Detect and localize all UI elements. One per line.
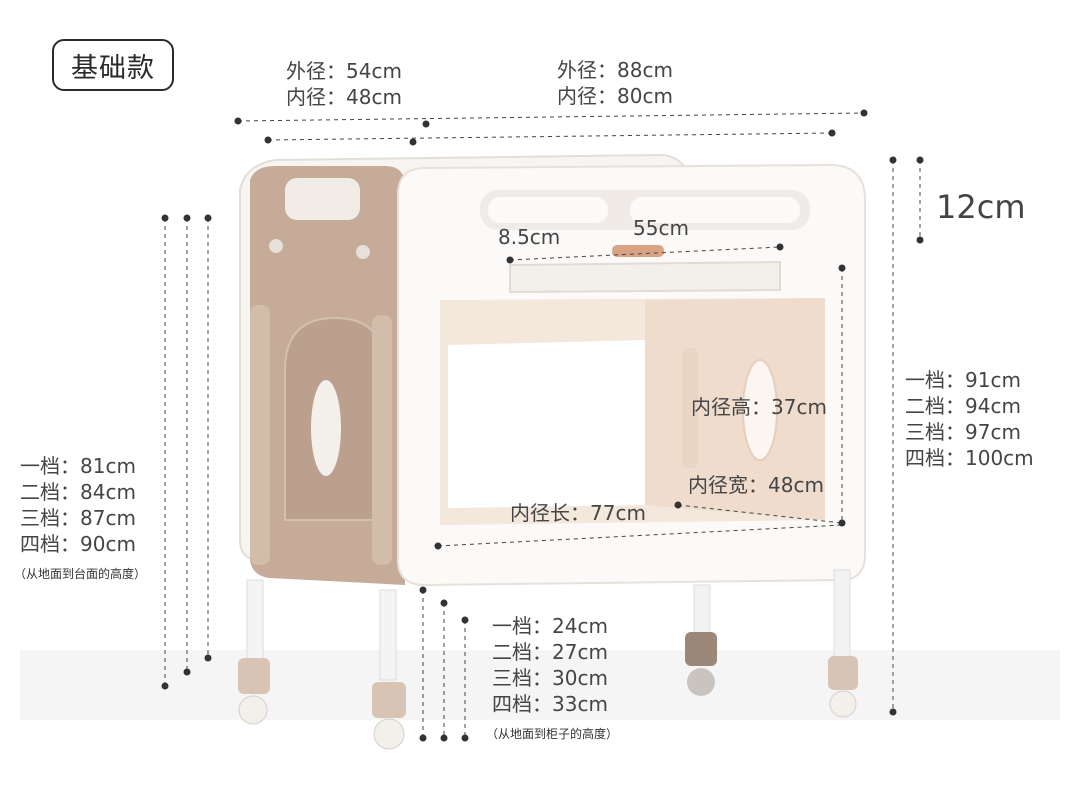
top-height-list: 一档：91cm 二档：94cm 三档：97cm 四档：100cm [905,367,1034,471]
inner-opening [448,340,645,508]
dimension-lines [164,112,921,738]
left-post [250,305,270,565]
left-post [372,315,392,565]
width-inner: 内径：80cm [557,84,673,108]
floor-shadow [20,650,1060,720]
screw-icon [356,245,370,259]
side-oval-hole [311,380,341,476]
tray-width-label: 55cm [633,216,689,240]
cabinet-height-4: 四档：33cm [492,692,608,716]
rail-slot [488,197,608,223]
inner-height-label: 内径高：37cm [691,395,827,419]
left-handle-hole [285,178,360,220]
caster-wheel-icon [829,690,857,718]
table-height-2: 二档：84cm [20,480,136,504]
caster-icon [238,658,270,694]
rail-height-label: 12cm [936,188,1026,226]
table-height-1: 一档：81cm [20,454,136,478]
table-height-4: 四档：90cm [20,532,136,556]
rail-slot [630,197,800,223]
caster-icon [828,656,858,690]
top-height-4: 四档：100cm [905,446,1034,470]
back-leg [693,584,711,636]
cabinet-height-list: 一档：24cm 二档：27cm 三档：30cm 四档：33cm [492,613,608,717]
width-labels: 外径：88cm 内径：80cm [557,57,673,109]
table-height-note: （从地面到台面的高度） [14,567,147,581]
depth-outer: 外径：54cm [286,59,402,83]
dimension-endpoints [161,109,924,742]
right-leg [833,569,851,671]
back-oval-hole [742,359,778,461]
cabinet-height-note: （从地面到柜子的高度） [486,727,619,741]
top-height-2: 二档：94cm [905,394,1021,418]
caster-wheel-icon [687,668,715,696]
cabinet-height-1: 一档：24cm [492,614,608,638]
depth-labels: 外径：54cm 内径：48cm [286,58,402,110]
caster-wheel-icon [238,695,268,725]
tray [509,260,781,294]
screw-icon [269,239,283,253]
caster-wheel-icon [373,718,405,750]
tray-depth-label: 8.5cm [498,225,561,249]
left-leg [246,579,264,661]
caster-icon [372,682,406,718]
inner-latch [682,348,698,468]
table-height-list: 一档：81cm 二档：84cm 三档：87cm 四档：90cm [20,453,136,557]
inner-length-label: 内径长：77cm [510,501,646,525]
inner-width-label: 内径宽：48cm [688,473,824,497]
caster-icon [685,632,717,666]
brand-plate [612,245,664,257]
top-height-3: 三档：97cm [905,420,1021,444]
table-height-3: 三档：87cm [20,506,136,530]
cabinet-height-3: 三档：30cm [492,666,608,690]
cabinet-height-2: 二档：27cm [492,640,608,664]
model-badge: 基础款 [52,39,174,91]
width-outer: 外径：88cm [557,58,673,82]
depth-inner: 内径：48cm [286,85,402,109]
front-leg [379,589,397,681]
top-height-1: 一档：91cm [905,368,1021,392]
